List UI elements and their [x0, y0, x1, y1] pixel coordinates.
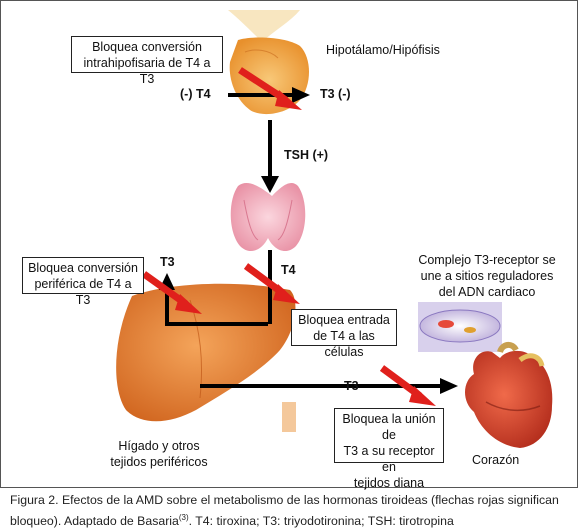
label-hypothalamus: Hipotálamo/Hipófisis [326, 43, 440, 57]
box-line: tejidos diana [353, 476, 425, 490]
label-tsh: TSH (+) [284, 148, 329, 162]
label-liver: Hígado y otros tejidos periféricos [104, 438, 214, 470]
diagram-artwork [116, 10, 553, 448]
caption-text: Figura 2. Efectos de la AMD sobre el met… [10, 493, 559, 529]
caption-reference: (3) [178, 513, 189, 522]
label-line: del ADN cardiaco [438, 285, 536, 299]
label-receptor-complex: Complejo T3-receptor se une a sitios reg… [414, 252, 560, 300]
box-line: Bloquea entrada [298, 313, 390, 327]
box-line: intrahipofisaria de T4 a T3 [83, 56, 211, 86]
box-line: Bloquea conversión [28, 261, 138, 275]
block-arrows [141, 67, 436, 406]
box-line: Bloquea conversión [92, 40, 202, 54]
caption-abbreviations: . T4: tiroxina; T3: triyodotironina; TSH… [188, 514, 454, 529]
box-cell-entry: Bloquea entrada de T4 a las células [291, 309, 397, 359]
box-line: de T4 a las células [313, 329, 375, 359]
label-t3-heart: T3 [344, 379, 359, 393]
label-line: une a sitios reguladores [420, 269, 554, 283]
label-line: Hígado y otros [118, 439, 200, 453]
box-line: Bloquea la unión de [342, 412, 436, 442]
box-peripheral-conversion: Bloquea conversión periférica de T4 a T3 [22, 257, 144, 307]
label-t4-down: T4 [281, 263, 296, 277]
box-intrapituitary-conversion: Bloquea conversión intrahipofisaria de T… [71, 36, 223, 86]
label-line: tejidos periféricos [110, 455, 208, 469]
box-line: T3 a su receptor en [343, 444, 435, 474]
receptor-complex-illustration [418, 302, 502, 352]
figure-caption: Figura 2. Efectos de la AMD sobre el met… [10, 492, 572, 530]
label-t3-up: T3 [160, 255, 175, 269]
label-heart: Corazón [472, 453, 520, 467]
box-line: periférica de T4 a T3 [34, 277, 132, 307]
label-t4-input: (-) T4 [180, 87, 211, 101]
label-t3-output: T3 (-) [320, 87, 351, 101]
thyroid-illustration [230, 183, 306, 252]
label-line: Complejo T3-receptor se [418, 253, 556, 267]
heart-illustration [465, 342, 553, 448]
box-receptor-binding: Bloquea la unión de T3 a su receptor en … [334, 408, 444, 490]
